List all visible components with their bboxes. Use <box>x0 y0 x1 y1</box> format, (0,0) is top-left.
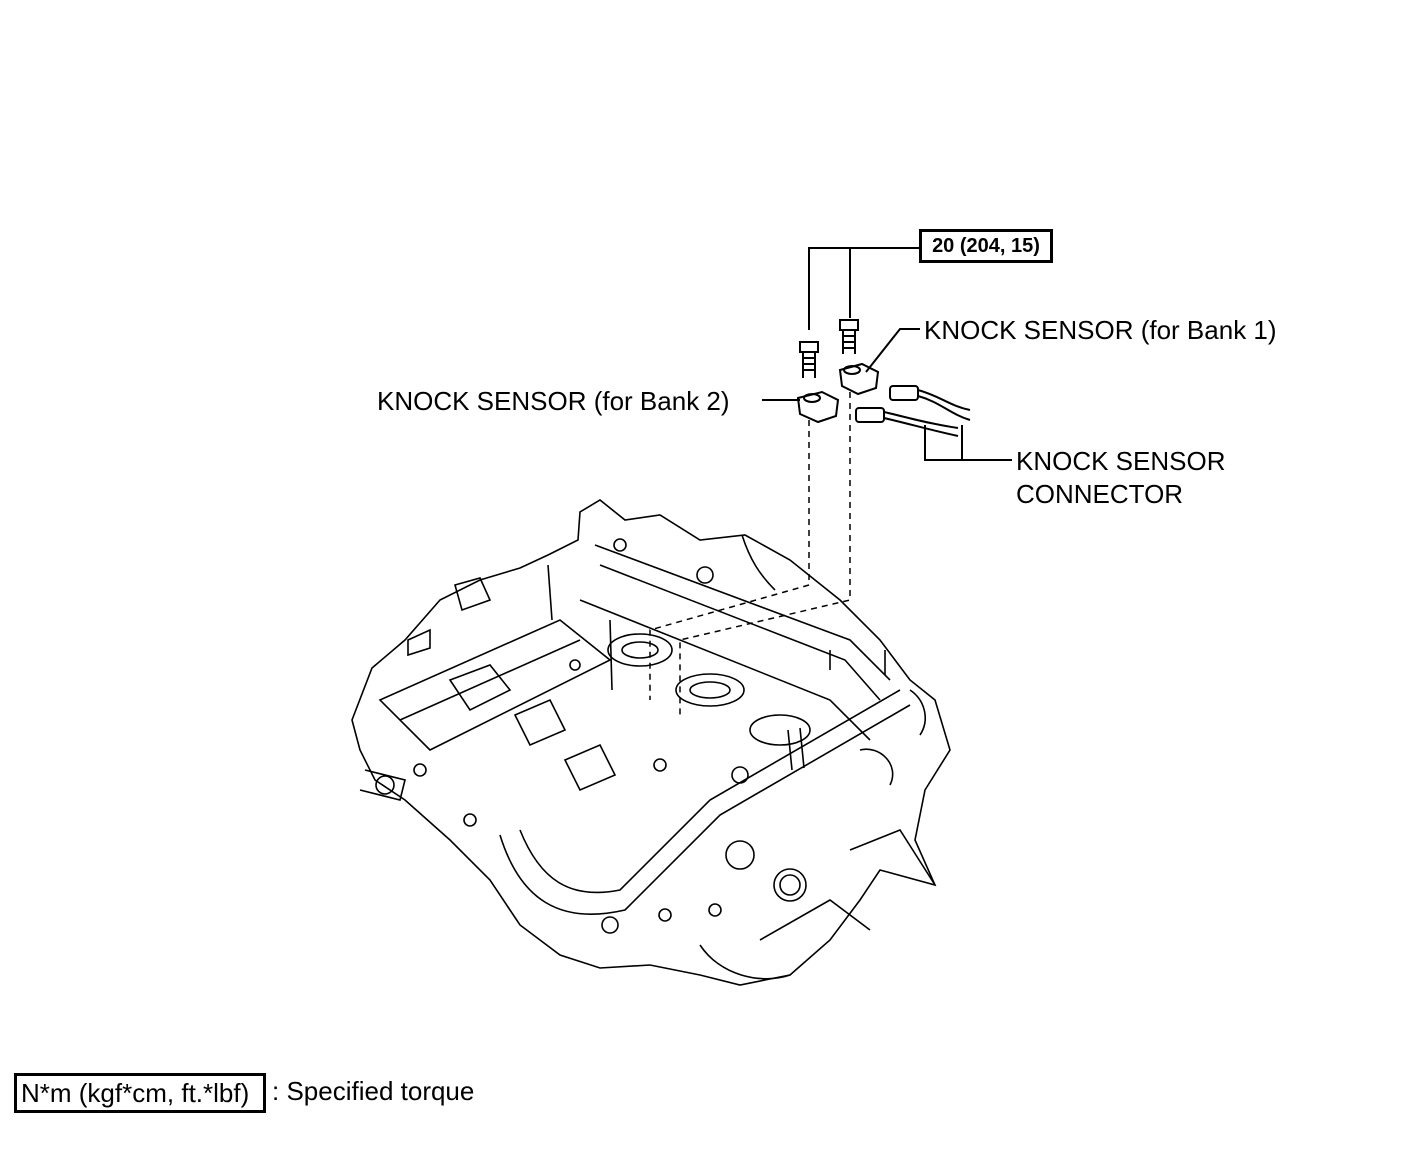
knock-sensor-connector-label-line1: KNOCK SENSOR <box>1016 446 1226 476</box>
knock-sensor-bank2-label: KNOCK SENSOR (for Bank 2) <box>377 386 730 416</box>
legend-unit-box: N*m (kgf*cm, ft.*lbf) <box>14 1073 266 1113</box>
knock-sensor-connector-label-line2: CONNECTOR <box>1016 479 1184 509</box>
knock-sensor-bank1-icon <box>838 362 880 396</box>
knock-sensor-connector-icon <box>855 385 1012 461</box>
install-dashed-lines <box>649 392 851 715</box>
torque-spec-box: 20 (204, 15) <box>919 229 1053 263</box>
torque-leader-lines <box>808 247 919 330</box>
knock-sensor-bank1-label: KNOCK SENSOR (for Bank 1) <box>924 315 1277 345</box>
bolt-bank1-icon <box>839 319 859 354</box>
bolt-bank2-icon <box>799 341 819 378</box>
knock-sensor-bank2-icon <box>796 390 840 424</box>
bank1-leader-line <box>865 328 920 373</box>
engine-block-illustration <box>351 499 951 986</box>
legend-description: : Specified torque <box>272 1076 475 1106</box>
